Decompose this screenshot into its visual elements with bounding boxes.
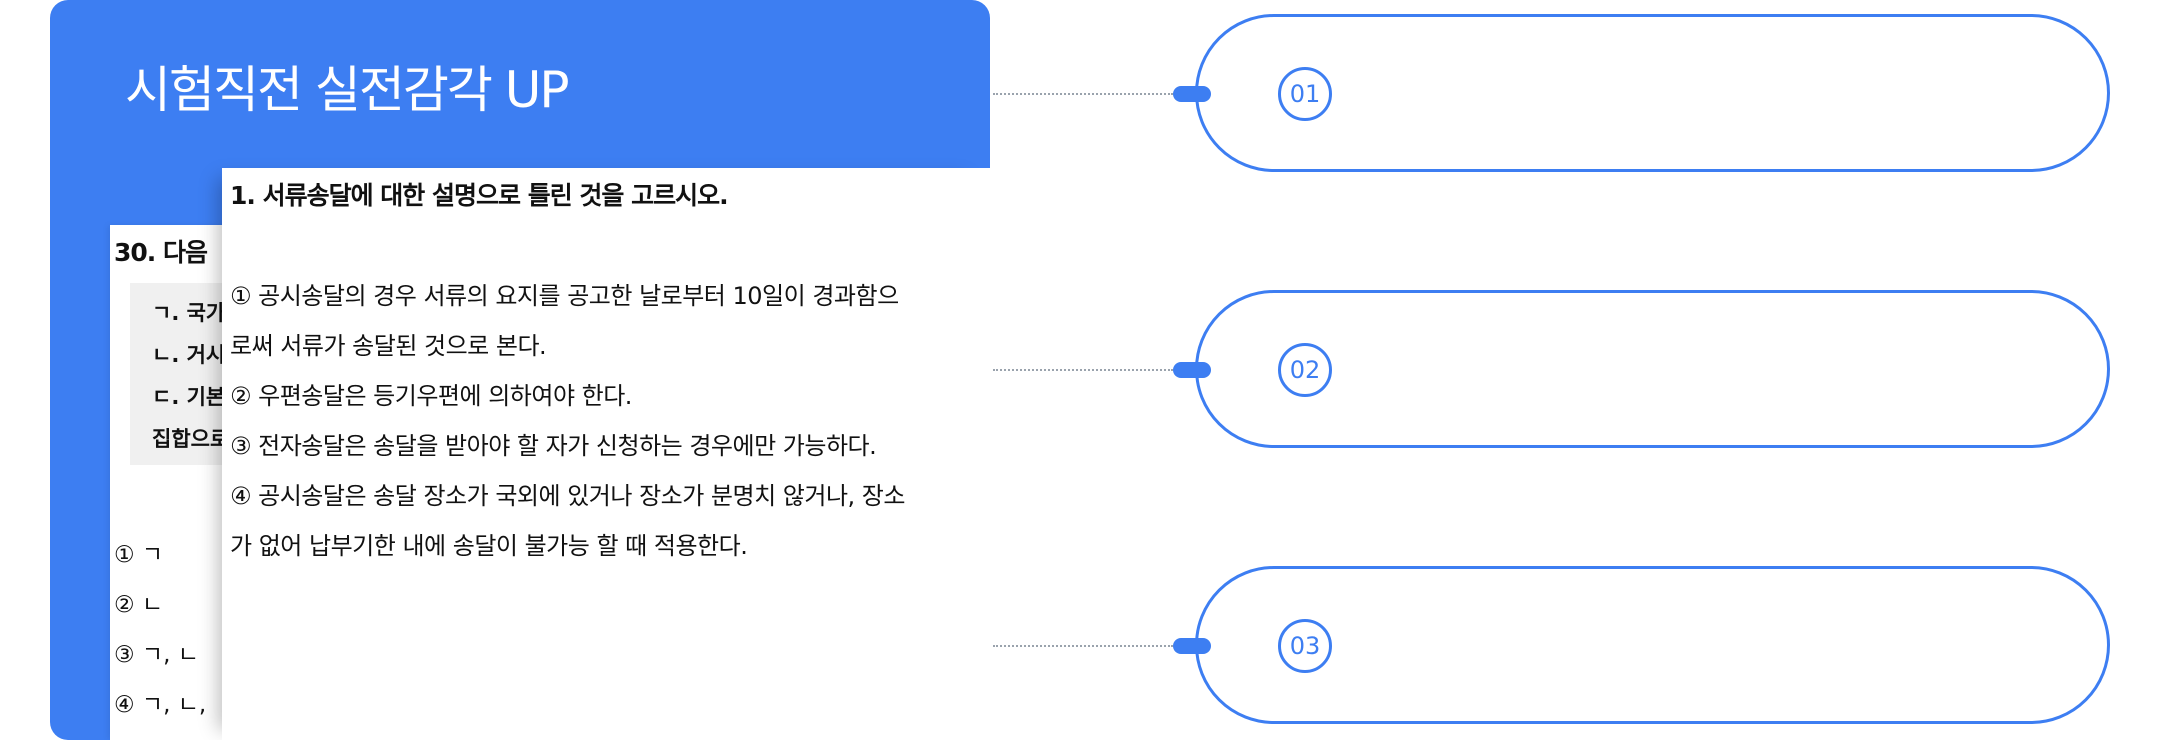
step-pill-3: 03 (1195, 566, 2110, 724)
connector-line-1 (993, 93, 1173, 95)
back-box-line: ㄱ. 국가 (152, 301, 226, 325)
front-question-title: 1. 서류송달에 대한 설명으로 틀린 것을 고르시오. (230, 181, 729, 210)
back-choice: ② ㄴ (114, 592, 164, 618)
connector-dot-2 (1173, 362, 1211, 378)
front-question-line: ① 공시송달의 경우 서류의 요지를 공고한 날로부터 10일이 경과함으 (230, 282, 899, 310)
back-box-line: ㄷ. 기본 (152, 385, 226, 409)
front-question-line: ③ 전자송달은 송달을 받아야 할 자가 신청하는 경우에만 가능하다. (230, 432, 877, 460)
front-question-line: ④ 공시송달은 송달 장소가 국외에 있거나 장소가 분명치 않거나, 장소 (230, 482, 905, 510)
back-choice: ④ ㄱ, ㄴ, (114, 692, 207, 718)
connector-line-2 (993, 369, 1173, 371)
front-exam-paper: 1. 서류송달에 대한 설명으로 틀린 것을 고르시오. ① 공시송달의 경우 … (222, 168, 990, 740)
connector-dot-3 (1173, 638, 1211, 654)
back-choice: ③ ㄱ, ㄴ (114, 642, 199, 668)
step-number-badge: 01 (1278, 67, 1332, 121)
front-question-line: 가 없어 납부기한 내에 송달이 불가능 할 때 적용한다. (230, 532, 748, 560)
back-question-title: 30. 다음 (114, 238, 208, 267)
step-pill-2: 02 (1195, 290, 2110, 448)
back-choice: ① ㄱ (114, 542, 164, 568)
connector-line-3 (993, 645, 1173, 647)
connector-dot-1 (1173, 86, 1211, 102)
back-box-line: 집합으로 (152, 427, 230, 451)
front-question-line: ② 우편송달은 등기우편에 의하여야 한다. (230, 382, 632, 410)
front-question-line: 로써 서류가 송달된 것으로 본다. (230, 332, 547, 360)
card-title: 시험직전 실전감각 UP (125, 61, 570, 119)
step-number-badge: 02 (1278, 343, 1332, 397)
step-pill-1: 01 (1195, 14, 2110, 172)
back-box-line: ㄴ. 거시 (152, 343, 226, 367)
step-number-badge: 03 (1278, 619, 1332, 673)
